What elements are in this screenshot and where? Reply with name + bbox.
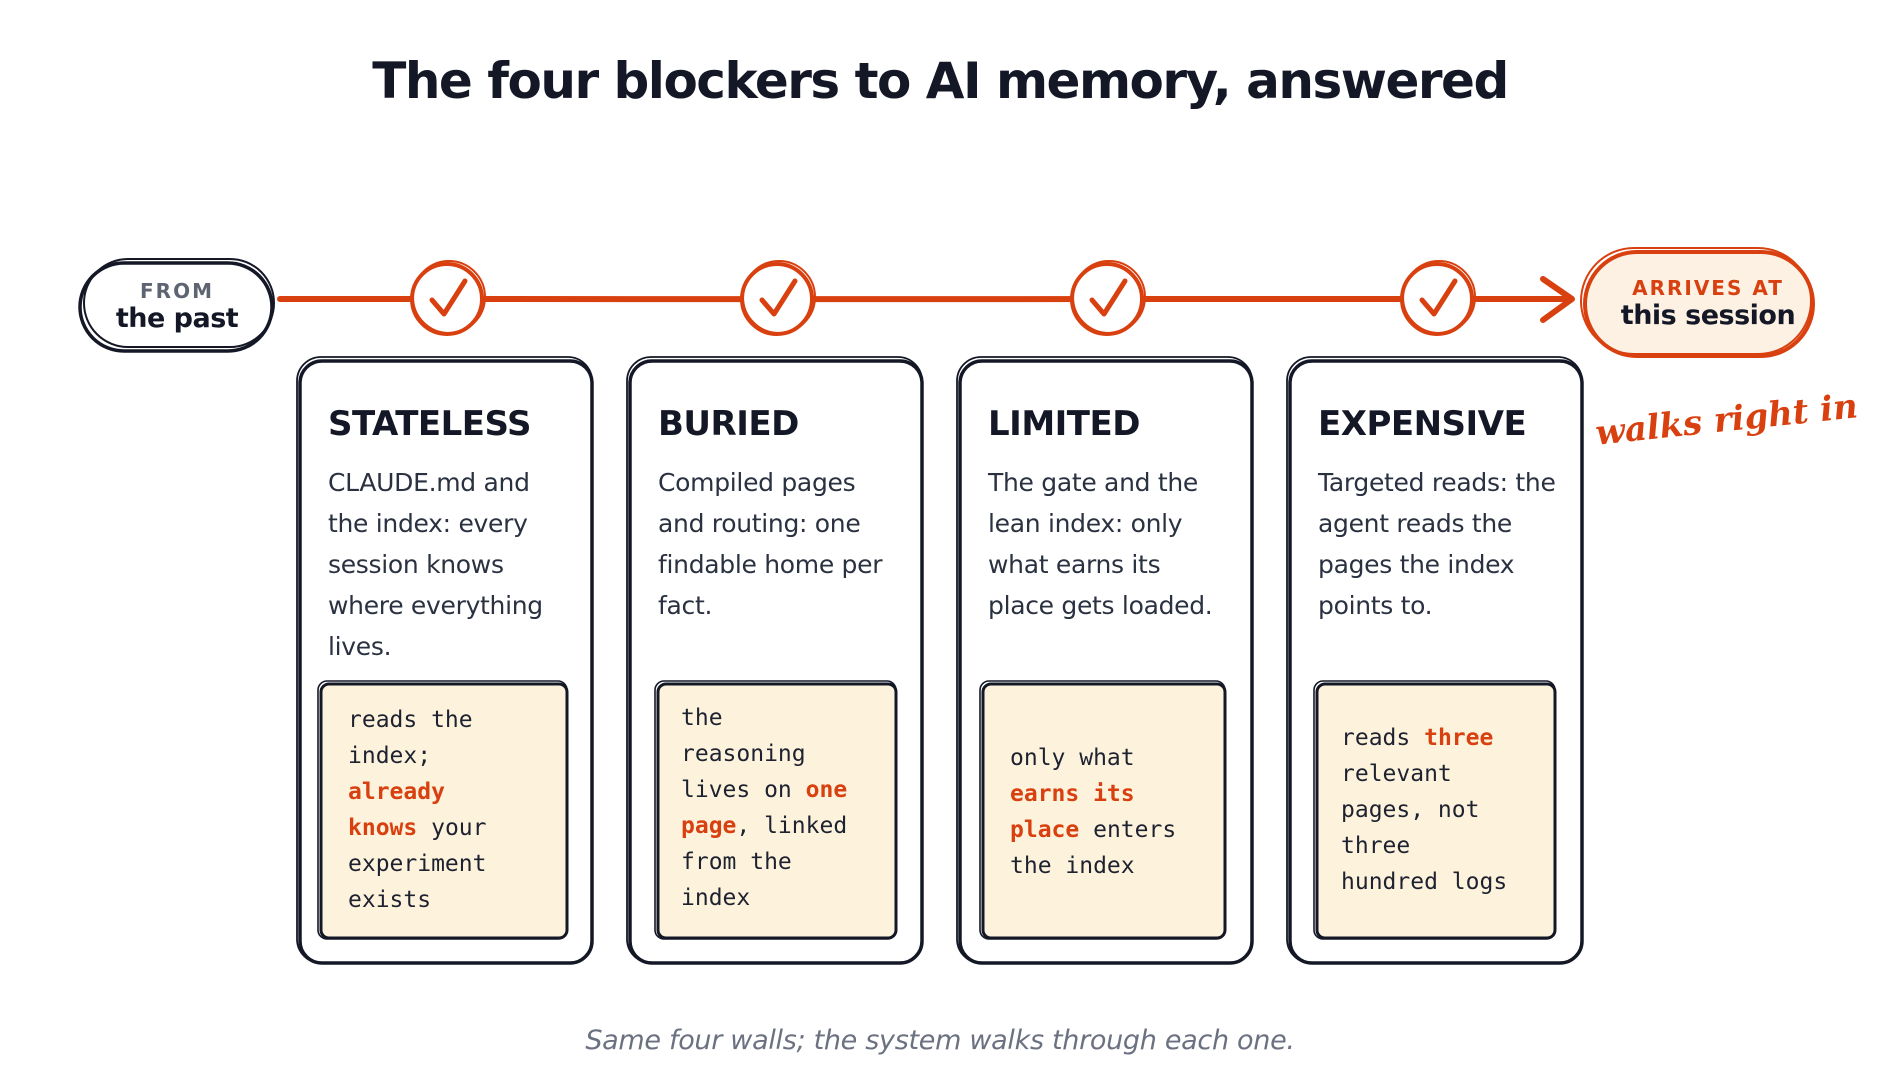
checkpoint-4 [1400, 260, 1476, 336]
blocker-name: BURIED [658, 404, 799, 444]
arrow-head-icon [1540, 276, 1575, 323]
example-note: only what earns its place enters the ind… [1010, 740, 1226, 884]
card-frame-2 [626, 356, 924, 965]
blocker-answer: The gate and the lean index: only what e… [988, 468, 1213, 620]
end-label-big: this session [1620, 300, 1796, 331]
checkpoint-3 [1070, 260, 1146, 336]
blocker-answer: CLAUDE.md and the index: every session k… [328, 468, 543, 661]
end-pill [1580, 247, 1815, 358]
card-frame-4 [1286, 356, 1584, 965]
start-pill [78, 258, 275, 353]
check-icon [1089, 278, 1128, 317]
note-highlight: three [1424, 725, 1494, 751]
note-highlight: already knows [348, 779, 445, 841]
note-text: your experiment exists [348, 815, 487, 913]
note-highlight: earns its place [1010, 781, 1135, 843]
note-text: reads the index; [348, 707, 473, 769]
note-text: relevant pages, not three hundred logs [1341, 761, 1508, 895]
example-note: the reasoning lives on one page, linked … [681, 700, 897, 916]
start-label-big: the past [115, 303, 239, 334]
checkpoint-1 [410, 260, 486, 336]
note-highlight: one page [681, 777, 848, 839]
start-label-small: FROM [140, 279, 214, 303]
blocker-card: BURIED Compiled pages and routing: one f… [658, 404, 898, 626]
blocker-card: LIMITED The gate and the lean index: onl… [988, 404, 1228, 626]
check-icon [1419, 278, 1458, 317]
blocker-card: EXPENSIVE Targeted reads: the agent read… [1318, 404, 1558, 626]
example-note: reads the index; already knows your expe… [348, 702, 564, 918]
blocker-name: STATELESS [328, 404, 531, 444]
note-text: the reasoning lives on [681, 705, 806, 803]
check-icon [759, 278, 798, 317]
example-note: reads three relevant pages, not three hu… [1341, 720, 1557, 900]
diagram-title: The four blockers to AI memory, answered [372, 52, 1509, 110]
note-text: enters the index [1010, 817, 1177, 879]
card-frame-1 [296, 356, 594, 965]
checkpoint-2 [740, 260, 816, 336]
blocker-answer: Targeted reads: the agent reads the page… [1318, 468, 1556, 620]
start-label: FROM the past [82, 279, 272, 335]
note-text: , linked from the index [681, 813, 848, 911]
check-icon [429, 278, 468, 317]
note-text: reads [1341, 725, 1425, 751]
card-frame-3 [956, 356, 1254, 965]
caption: Same four walls; the system walks throug… [585, 1025, 1295, 1056]
end-label-small: ARRIVES AT [1632, 276, 1784, 300]
note-text: only what [1010, 745, 1135, 771]
blocker-answer: Compiled pages and routing: one findable… [658, 468, 883, 620]
blocker-name: LIMITED [988, 404, 1140, 444]
blocker-name: EXPENSIVE [1318, 404, 1527, 444]
end-label: ARRIVES AT this session [1588, 276, 1828, 332]
blocker-card: STATELESS CLAUDE.md and the index: every… [328, 404, 568, 667]
